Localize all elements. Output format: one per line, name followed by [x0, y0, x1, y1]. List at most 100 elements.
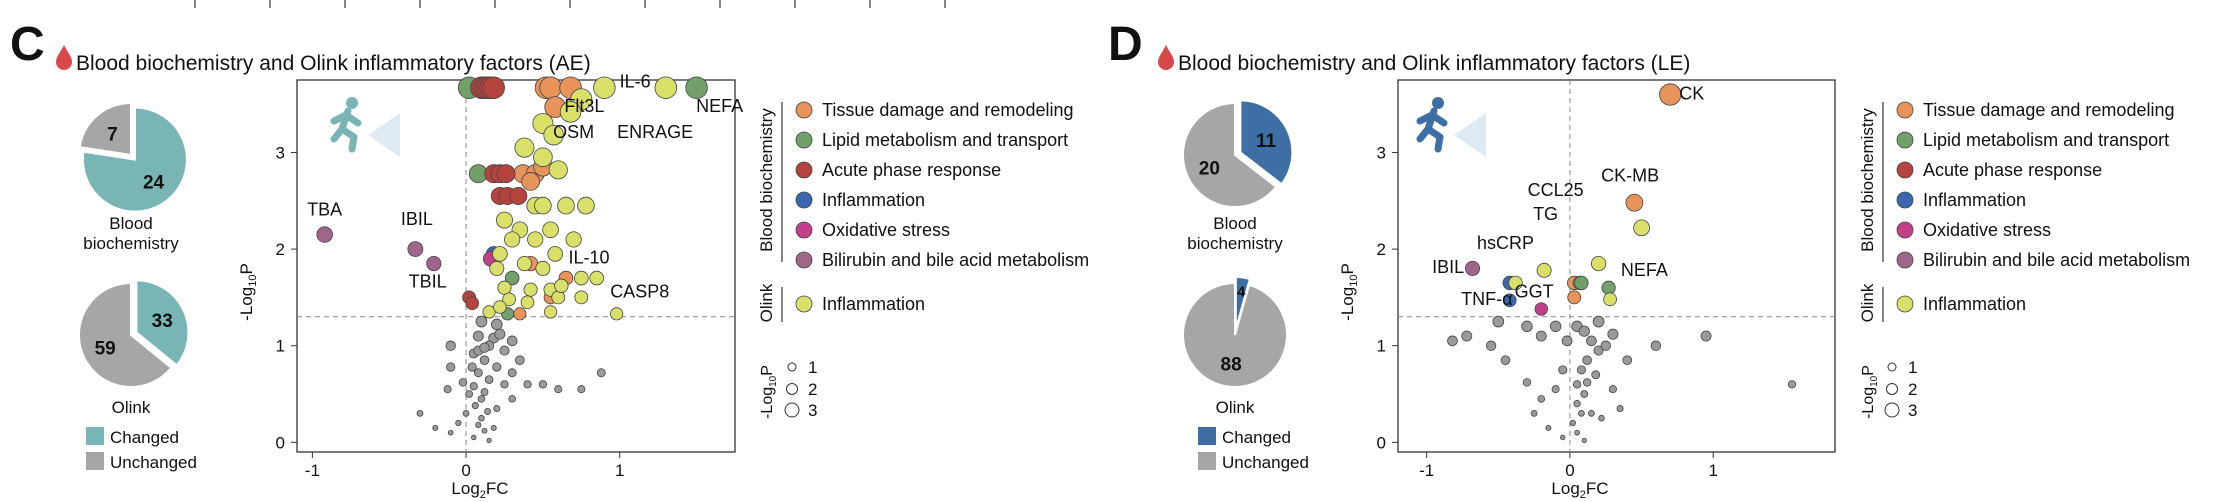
data-point — [1608, 385, 1617, 394]
data-point — [471, 402, 479, 410]
pie-value-changed: 33 — [152, 311, 173, 332]
legend-swatch-changed — [1198, 427, 1216, 445]
data-point — [484, 407, 491, 415]
legend-marker — [795, 131, 813, 149]
data-point — [1549, 320, 1562, 333]
size-legend-circle — [784, 402, 800, 418]
point-label: TBIL — [409, 272, 447, 292]
data-point — [489, 260, 505, 276]
y-axis-title: -Log10P — [1338, 263, 1360, 321]
data-point — [574, 290, 589, 305]
size-legend-circle — [1887, 362, 1897, 372]
data-point — [1574, 275, 1589, 291]
size-legend-level: 3 — [1908, 401, 1917, 420]
data-point — [490, 424, 497, 431]
data-point — [1485, 340, 1497, 351]
data-point — [1591, 370, 1601, 380]
x-tick-label: 1 — [1708, 461, 1717, 480]
data-point — [559, 101, 582, 123]
data-point — [482, 76, 505, 99]
pie-value-unchanged: 59 — [95, 338, 116, 359]
legend-marker — [1896, 251, 1914, 269]
data-point — [1521, 320, 1533, 333]
legend-group-olink: Olink — [1858, 283, 1877, 322]
point-label: NEFA — [696, 96, 743, 116]
y-tick-label: 1 — [276, 337, 285, 356]
data-point — [493, 405, 501, 413]
legend-marker — [795, 221, 813, 239]
point-label: NEFA — [1621, 260, 1668, 280]
data-point — [1500, 355, 1511, 366]
y-tick-label: 2 — [276, 240, 285, 259]
data-point — [1522, 378, 1532, 387]
legend-marker — [795, 191, 813, 209]
data-point — [1586, 335, 1597, 347]
data-point — [467, 362, 477, 372]
data-point — [1535, 330, 1547, 342]
data-point — [1567, 290, 1582, 305]
data-point — [577, 196, 595, 215]
point-label: CK — [1679, 83, 1704, 103]
legend-swatch-unchanged — [86, 452, 104, 470]
y-tick-label: 2 — [1377, 240, 1386, 259]
data-point — [1582, 378, 1592, 387]
legend-swatch-unchanged — [1198, 452, 1216, 470]
data-point — [1508, 275, 1523, 291]
data-point — [551, 290, 566, 305]
size-legend-circle — [787, 362, 797, 372]
point-label: IBIL — [401, 209, 433, 229]
data-point — [596, 368, 606, 378]
data-point — [1578, 409, 1585, 417]
point-label: IBIL — [1432, 257, 1464, 277]
data-point — [1659, 83, 1682, 106]
data-point — [535, 260, 551, 276]
data-point — [1492, 315, 1505, 328]
data-point — [1787, 380, 1797, 389]
pie-label-line: biochemistry — [83, 234, 179, 253]
y-tick-label: 1 — [1377, 337, 1386, 356]
size-legend-level: 2 — [1908, 380, 1917, 399]
legend-marker — [1896, 101, 1914, 119]
y-tick-label: 0 — [1377, 433, 1386, 452]
pie-label-line: Blood — [109, 214, 152, 233]
data-point — [497, 280, 512, 295]
runner-icon — [330, 97, 400, 157]
panel-title: Blood biochemistry and Olink inflammator… — [76, 52, 591, 75]
data-point — [445, 340, 456, 351]
pie-label-line: biochemistry — [1187, 234, 1283, 253]
pie-label-line: Olink — [112, 398, 151, 417]
data-point — [1622, 355, 1633, 366]
data-point — [1558, 365, 1568, 375]
data-point — [1465, 260, 1481, 276]
data-point — [480, 388, 489, 397]
data-point — [492, 246, 508, 262]
legend-label-changed: Changed — [110, 428, 179, 447]
data-point — [610, 307, 624, 321]
data-point — [471, 434, 477, 441]
x-tick-label: 0 — [461, 461, 470, 480]
data-point — [479, 355, 490, 366]
data-point — [1551, 385, 1560, 394]
pie-slice-unchanged — [78, 101, 132, 157]
size-legend-title: -Log10P — [1860, 365, 1880, 419]
data-point — [543, 124, 564, 146]
point-label: TG — [1533, 204, 1558, 224]
data-point — [516, 255, 533, 272]
size-legend-level: 1 — [808, 358, 817, 377]
pie-value-changed: 24 — [143, 172, 165, 193]
runner-icon — [1416, 97, 1486, 157]
data-point — [316, 226, 333, 243]
data-point — [1603, 292, 1617, 307]
data-point — [1600, 340, 1611, 351]
data-point — [574, 270, 589, 286]
data-point — [493, 300, 507, 314]
data-point — [1592, 315, 1605, 328]
legend-item-label: Oxidative stress — [1923, 220, 2051, 240]
data-point — [554, 385, 563, 394]
x-tick-label: 0 — [1565, 461, 1574, 480]
data-point — [447, 429, 454, 436]
data-point — [506, 335, 518, 347]
